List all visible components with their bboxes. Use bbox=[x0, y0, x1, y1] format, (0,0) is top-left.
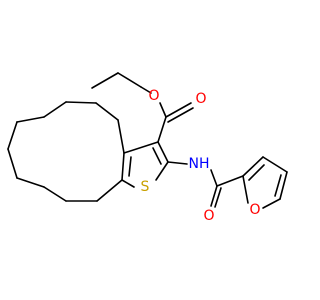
bond-ring-4 bbox=[43, 101, 67, 118]
bond-furan-c5-o bbox=[262, 198, 281, 209]
bond-furan-c2-c3 bbox=[242, 156, 264, 177]
bond-ring-6 bbox=[7, 121, 18, 150]
atom-s-thiophene: S bbox=[141, 179, 150, 195]
bond-ester-c-o-2 bbox=[167, 107, 194, 123]
bond-amide-c-o-2 bbox=[214, 187, 222, 208]
bond-ring-2 bbox=[95, 102, 119, 121]
bond-furan-c4-c5-inner bbox=[274, 174, 282, 197]
bond-ethyl-ch3 bbox=[91, 72, 119, 89]
bond-c2-s bbox=[155, 161, 169, 181]
bond-ring-9 bbox=[43, 186, 67, 202]
bond-c4-c3 bbox=[123, 141, 159, 154]
molecule-structure: O O NH S O O bbox=[7, 72, 288, 224]
atom-o-ether: O bbox=[148, 88, 159, 104]
bond-ester-c-c3 bbox=[157, 116, 167, 143]
bond-ethyl-ch2 bbox=[117, 72, 142, 88]
bond-ring-7 bbox=[7, 148, 18, 179]
bond-s-c5 bbox=[121, 179, 135, 188]
bond-ch2-oether bbox=[140, 86, 152, 94]
atom-o-ester-carbonyl: O bbox=[195, 91, 206, 107]
bond-amide-c-o-1 bbox=[210, 185, 218, 207]
atom-o-amide-carbonyl: O bbox=[203, 208, 214, 224]
atom-nh-amide: NH bbox=[189, 156, 210, 172]
bond-ring-5 bbox=[16, 116, 45, 123]
bond-c2-nh bbox=[167, 161, 188, 165]
bond-oether-ccarbonyl bbox=[159, 102, 167, 118]
bond-furan-c2-c3-inner bbox=[248, 164, 265, 181]
bond-furan-o-c2 bbox=[242, 175, 249, 204]
bond-c3-c2-inner bbox=[152, 147, 162, 165]
bond-c5-c4 bbox=[121, 152, 125, 181]
bond-ester-c-o-1 bbox=[165, 102, 192, 118]
bond-ring-8 bbox=[16, 177, 45, 188]
molecule-canvas: O O NH S O O bbox=[7, 72, 288, 224]
bond-furan-c3-c4 bbox=[262, 156, 288, 173]
bond-ring-3 bbox=[65, 101, 97, 104]
bond-c3-c2 bbox=[157, 141, 169, 163]
bond-nh-camide bbox=[210, 169, 218, 187]
bond-camide-furan bbox=[216, 175, 244, 187]
bond-furan-c4-c5 bbox=[279, 171, 288, 200]
bond-c5-c4-inner bbox=[128, 156, 132, 177]
bond-ring-1 bbox=[117, 119, 125, 154]
bond-ring-11 bbox=[96, 179, 123, 202]
atom-o-furan: O bbox=[249, 202, 260, 218]
